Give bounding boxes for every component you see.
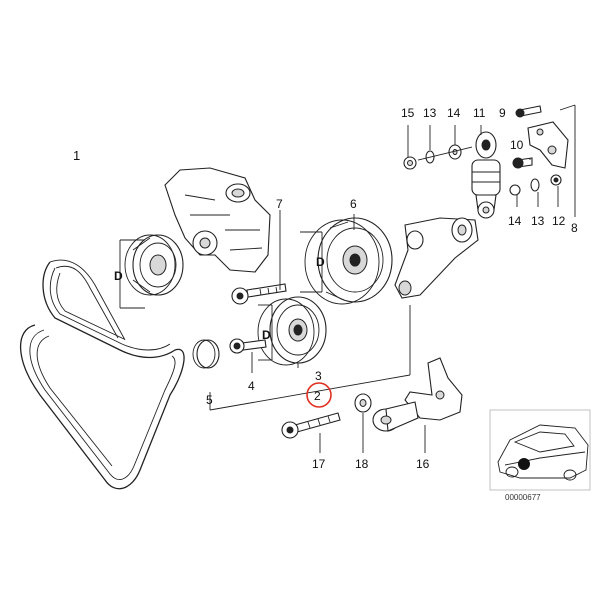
bracket-16 — [372, 357, 463, 432]
part-labels: 1 3 4 5 6 7 8 9 10 11 12 13 13 14 14 15 … — [73, 106, 578, 471]
dimension-label-idler: D — [316, 255, 325, 269]
mount-bracket — [509, 105, 569, 196]
dimension-label-tensioner: D — [262, 328, 271, 342]
bolt-4 — [229, 338, 267, 354]
dimension-labels: D D D — [114, 255, 325, 342]
part-number-9: 9 — [499, 106, 506, 120]
part-number-18: 18 — [355, 457, 369, 471]
drive-belt — [19, 259, 185, 490]
part-number-3: 3 — [315, 369, 322, 383]
part-number-7: 7 — [276, 197, 283, 211]
part-number-16: 16 — [416, 457, 430, 471]
highlighted-part-marker: 2 — [306, 382, 332, 408]
part-number-1: 1 — [73, 148, 80, 163]
part-number-10: 10 — [510, 138, 524, 152]
bolt-17 — [281, 412, 341, 439]
dimension-label-crank: D — [114, 269, 123, 283]
leader-lines — [209, 104, 576, 453]
damper-11 — [471, 131, 501, 219]
pump-housing — [164, 167, 271, 273]
tensioner-pulley-3 — [257, 296, 327, 366]
part-number-13-top: 13 — [423, 106, 437, 120]
part-number-6: 6 — [350, 197, 357, 211]
top-hardware — [403, 144, 473, 170]
part-number-4: 4 — [248, 379, 255, 393]
part-number-14-bottom: 14 — [508, 214, 522, 228]
part-number-12: 12 — [552, 214, 566, 228]
part-number-13-bottom: 13 — [531, 214, 545, 228]
idler-pulley-6 — [300, 217, 393, 305]
highlight-circle — [306, 382, 332, 408]
bolt-7 — [231, 283, 287, 305]
part-number-14-top: 14 — [447, 106, 461, 120]
tensioner-arm — [394, 217, 479, 299]
part-number-15: 15 — [401, 106, 415, 120]
crank-pulley — [119, 234, 184, 309]
part-number-2: 2 — [314, 389, 321, 403]
part-number-11: 11 — [473, 106, 486, 120]
part-number-8: 8 — [571, 221, 578, 235]
car-locator-inset: 00000677 — [489, 409, 591, 502]
part-number-17: 17 — [312, 457, 326, 471]
engine-location-dot — [518, 458, 530, 470]
reference-code: 00000677 — [505, 493, 541, 502]
part-number-5: 5 — [206, 393, 213, 407]
cap-5 — [192, 339, 220, 369]
washer-18 — [354, 393, 372, 413]
